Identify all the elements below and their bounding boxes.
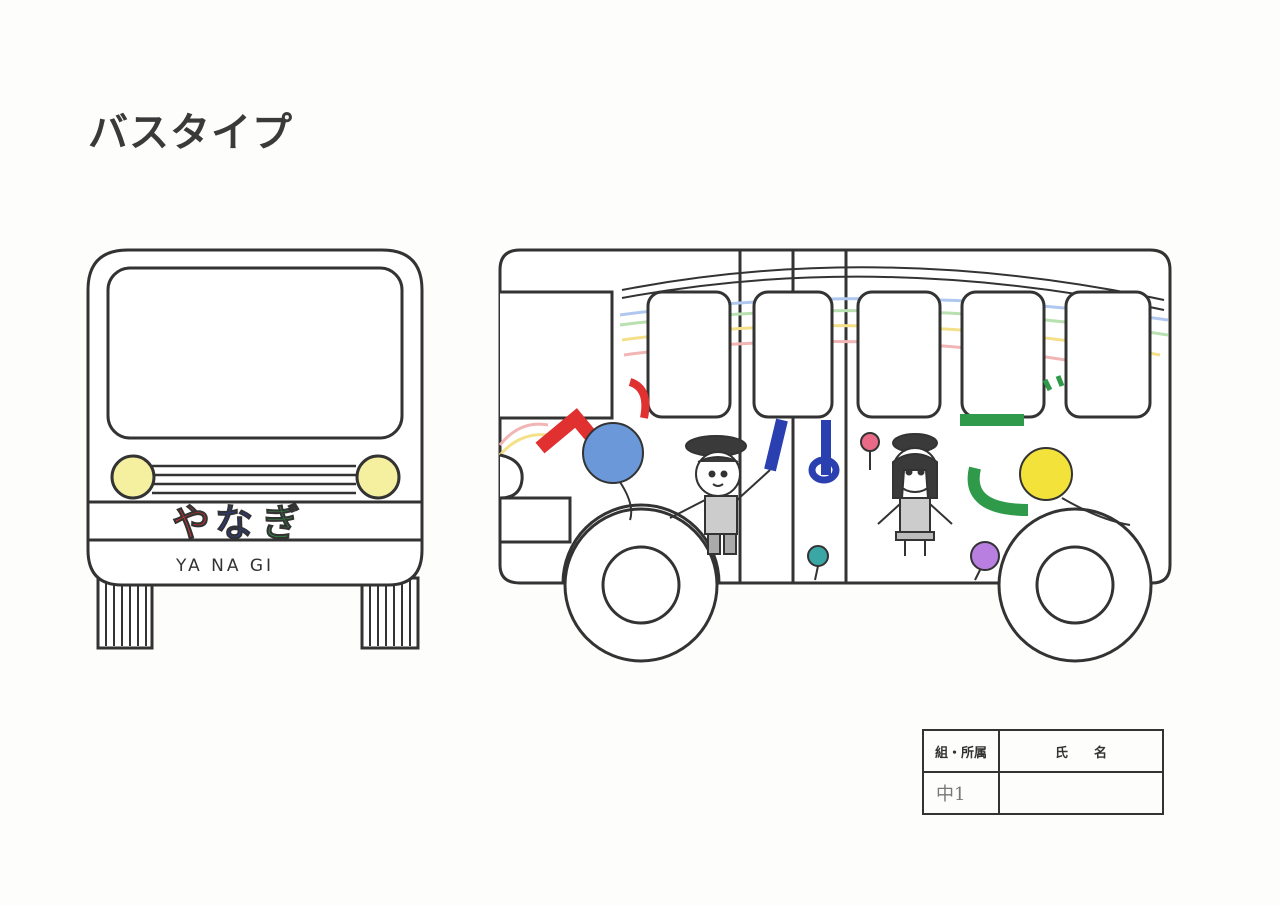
page-title: バスタイプ: [88, 110, 293, 156]
side-window-5: [1064, 290, 1152, 419]
front-plate-text: YA NA GI: [175, 556, 274, 576]
front-tyre-right: [360, 576, 420, 650]
side-logo-stroke-1: [764, 418, 788, 472]
balloon-blue: [582, 422, 644, 484]
bus-front-view: [86, 248, 424, 650]
balloons: [582, 422, 1131, 581]
front-logo-char-2: な: [215, 501, 253, 545]
info-col2-value[interactable]: [1000, 773, 1162, 813]
front-windshield: [106, 266, 404, 440]
front-tyre-left: [96, 576, 154, 650]
side-window-4: [960, 290, 1046, 419]
info-col2-header: 氏 名: [1000, 731, 1162, 773]
info-col1-value[interactable]: 中1: [924, 773, 1000, 813]
side-window-3: [856, 290, 942, 419]
info-col1-header: 組・所属: [924, 731, 1000, 773]
front-headlight-right: [355, 454, 401, 500]
front-headlight-left: [110, 454, 156, 500]
balloon-teal: [807, 545, 829, 567]
balloon-purple: [970, 541, 1000, 571]
side-front-window: [500, 290, 614, 420]
side-wheels: [499, 453, 1153, 663]
balloon-yellow: [1019, 447, 1073, 501]
child-boy: [669, 435, 771, 555]
front-grille: [152, 464, 356, 495]
side-windows: [646, 290, 1152, 419]
side-window-2: [752, 290, 834, 419]
balloon-pink: [860, 432, 880, 452]
side-window-1: [646, 290, 732, 419]
side-bumper: [498, 496, 572, 544]
side-logo: [535, 375, 1065, 516]
child-girl: [877, 433, 953, 556]
side-logo-stroke-2: [808, 456, 840, 484]
front-logo-char-1: や: [172, 501, 210, 545]
front-logo: や な ぎ: [172, 501, 301, 546]
front-logo-char-3: ぎ: [262, 501, 300, 545]
front-plate: [168, 548, 338, 576]
info-table: 組・所属 氏 名 中1: [922, 729, 1164, 815]
